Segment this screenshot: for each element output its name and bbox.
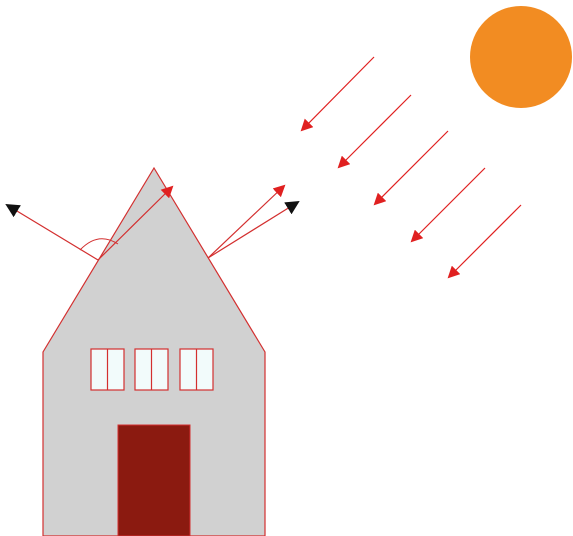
sun-ray-4 [412, 168, 485, 241]
window-left [91, 349, 124, 390]
sun-ray-2 [339, 95, 411, 167]
reflected-ray-lower [208, 202, 298, 258]
door [118, 425, 190, 536]
windows [91, 349, 213, 390]
right-reflection [208, 186, 298, 258]
sun [470, 6, 572, 108]
sun-ray-1 [302, 57, 374, 130]
window-right [180, 349, 213, 390]
sun-ray-5 [449, 205, 521, 277]
window-middle [135, 349, 168, 390]
sun-ray-3 [375, 131, 448, 204]
reflected-ray [7, 205, 98, 260]
reflected-ray-upper [208, 186, 284, 258]
